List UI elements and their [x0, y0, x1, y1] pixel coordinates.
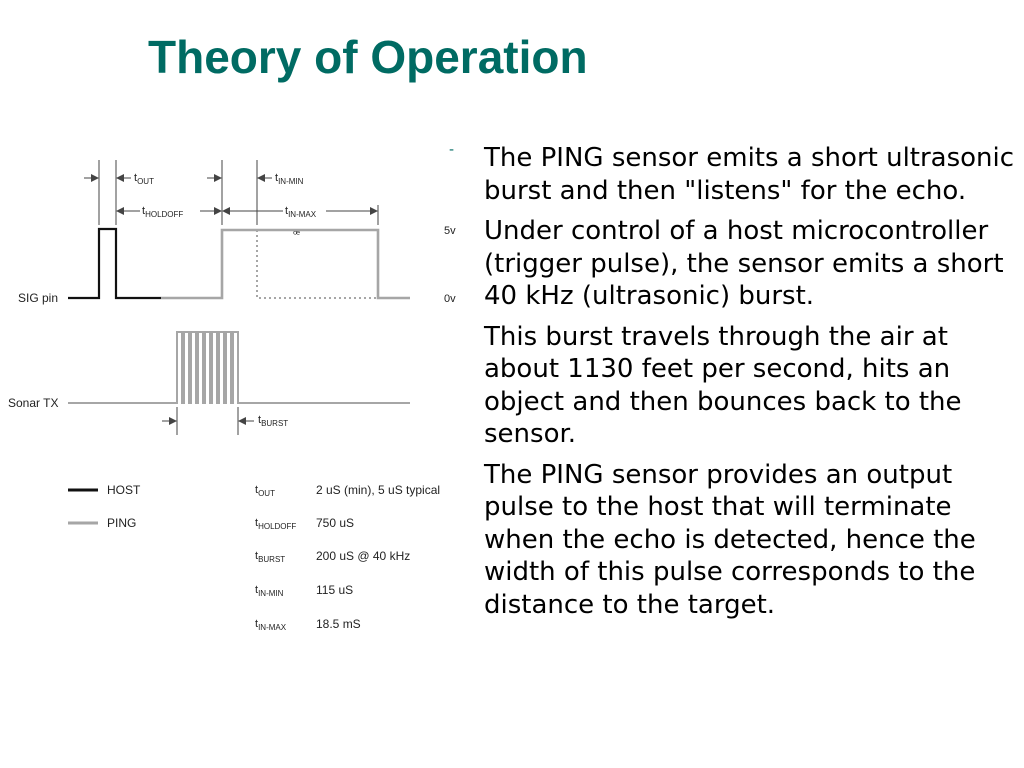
timing-table-value: 200 uS @ 40 kHz — [316, 549, 410, 563]
break-mark: ꟹ — [293, 229, 300, 241]
timing-table-value: 2 uS (min), 5 uS typical — [316, 483, 440, 497]
bullet-text: Under control of a host microcontroller … — [484, 216, 1004, 311]
bullet-item: The PING sensor provides an output pulse… — [446, 459, 1016, 622]
timing-diagram-svg: SIG pin ꟹ 5v 0v tOUT tIN-MIN — [8, 160, 456, 632]
timing-table-value: 115 uS — [316, 583, 353, 597]
timing-table-value: 18.5 mS — [316, 617, 361, 631]
bullet-list: - The PING sensor emits a short ultrason… — [446, 142, 1016, 629]
slide-title: Theory of Operation — [148, 31, 588, 83]
timing-table-symbol: tIN-MIN — [255, 584, 284, 598]
sig-pin-min-echo-trace — [256, 230, 378, 299]
sonar-tx-trace — [68, 331, 410, 404]
timing-table-symbol: tOUT — [255, 484, 275, 498]
timing-table-value: 750 uS — [316, 516, 354, 530]
legend-host-label: HOST — [107, 483, 141, 497]
bullet-text: The PING sensor emits a short ultrasonic… — [484, 143, 1015, 206]
t-in-min-label: tIN-MIN — [275, 172, 304, 186]
bullet-text: The PING sensor provides an output pulse… — [484, 459, 976, 620]
timing-table: tOUT 2 uS (min), 5 uS typical tHOLDOFF 7… — [255, 483, 440, 632]
sonar-tx-label: Sonar TX — [8, 396, 58, 410]
sig-pin-ping-trace — [161, 228, 410, 300]
t-burst-label: tBURST — [258, 414, 288, 428]
bullet-marker: - — [449, 142, 455, 158]
legend-ping-label: PING — [107, 516, 136, 530]
level-high-label: 5v — [444, 225, 456, 237]
bullet-item: Under control of a host microcontroller … — [446, 215, 1016, 313]
t-holdoff-label: tHOLDOFF — [142, 205, 183, 219]
level-low-label: 0v — [444, 293, 456, 305]
bullet-item: This burst travels through the air at ab… — [446, 321, 1016, 451]
sig-pin-label: SIG pin — [18, 291, 58, 305]
t-out-label: tOUT — [134, 172, 154, 186]
timing-table-symbol: tHOLDOFF — [255, 517, 296, 531]
timing-table-symbol: tIN-MAX — [255, 618, 287, 632]
bullet-item: - The PING sensor emits a short ultrason… — [446, 142, 1016, 207]
t-in-max-label: tIN-MAX — [285, 205, 317, 219]
bullet-text: This burst travels through the air at ab… — [484, 321, 962, 450]
timing-table-symbol: tBURST — [255, 550, 285, 564]
sig-pin-host-trace — [68, 227, 161, 300]
timing-diagram: SIG pin ꟹ 5v 0v tOUT tIN-MIN — [0, 145, 470, 645]
